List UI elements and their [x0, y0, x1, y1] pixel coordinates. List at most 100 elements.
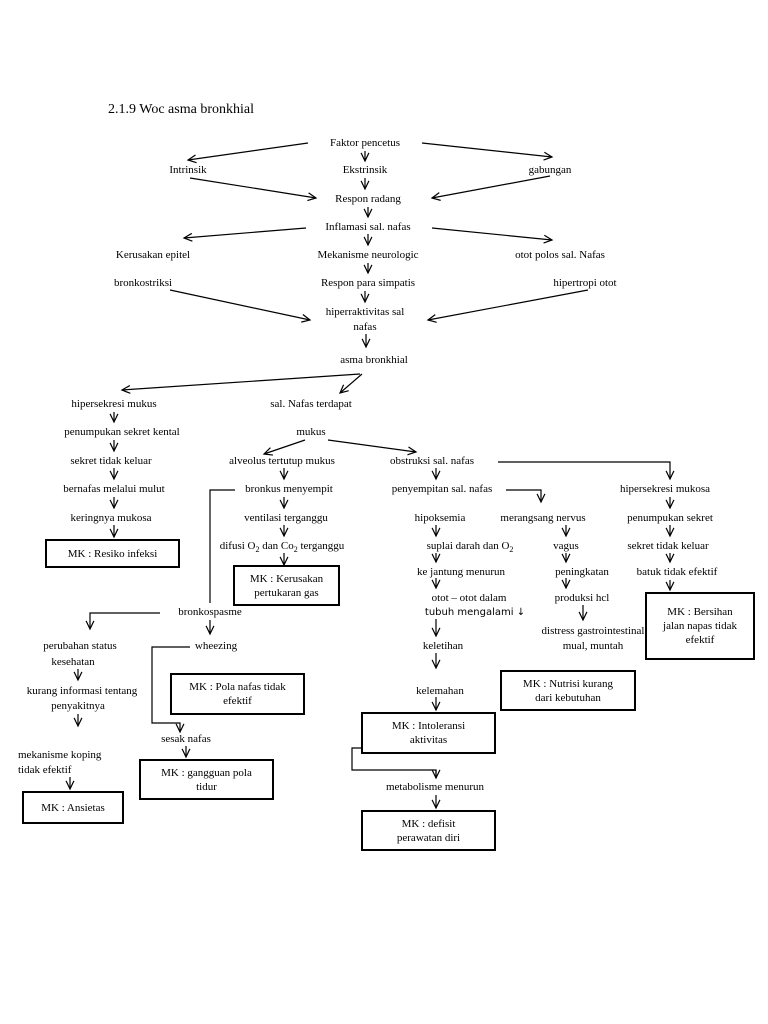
connector-path: [151, 646, 190, 732]
node-mual: mual, muntah: [562, 640, 624, 652]
mk-ansietas: MK : Ansietas: [22, 791, 124, 824]
node-hipertropi: hipertropi otot: [553, 277, 617, 289]
arrow-line: [431, 175, 551, 199]
arrow-head: [73, 717, 83, 728]
node-asma-bronkhial: asma bronkhial: [340, 354, 408, 366]
arrow-head: [426, 314, 437, 323]
arrow-head: [360, 180, 370, 191]
arrow-head: [262, 447, 274, 456]
arrow-head: [109, 528, 119, 539]
arrow-head: [363, 264, 373, 275]
node-hipersekresi-mukus: hipersekresi mukus: [71, 398, 157, 410]
node-distress: distress gastrointestinal: [541, 625, 645, 637]
node-sekret-keluar: sekret tidak keluar: [627, 540, 709, 552]
node-gabungan: gabungan: [528, 164, 572, 176]
connector-path: [89, 612, 160, 629]
node-mekanisme-koping: mekanisme koping: [18, 749, 102, 761]
node-sesak-nafas: sesak nafas: [161, 733, 211, 745]
arrow-head: [561, 527, 571, 538]
arrow-head: [431, 701, 441, 712]
arrow-head: [431, 527, 441, 538]
node-hipersekresi-mukosa: hipersekresi mukosa: [619, 483, 711, 495]
node-ekstrinsik: Ekstrinsik: [342, 164, 388, 176]
arrow-head: [543, 151, 554, 161]
arrow-head: [578, 611, 588, 622]
arrow-line: [187, 142, 309, 161]
node-alveolus: alveolus tertutup mukus: [229, 455, 335, 467]
arrow-head: [431, 579, 441, 590]
node-otot-dalam: otot – otot dalam: [431, 592, 507, 604]
node-mukus: mukus: [296, 426, 326, 438]
arrow-line: [327, 439, 417, 453]
node-tubuh-mengalami: tubuh mengalami ↓: [424, 607, 526, 618]
arrow-head: [665, 527, 675, 538]
connector-path: [506, 489, 542, 502]
arrow-head: [85, 620, 95, 631]
arrow-head: [665, 581, 675, 592]
node-vagus: vagus: [553, 540, 579, 552]
node-hiperraktivitas-2: nafas: [353, 321, 377, 333]
arrow-line: [263, 439, 306, 455]
node-metabolisme: metabolisme menurun: [385, 781, 485, 793]
arrow-head: [430, 192, 441, 201]
arrow-head: [181, 748, 191, 759]
node-perubahan-status: perubahan status: [43, 640, 117, 652]
arrow-head: [279, 470, 289, 481]
node-keringnya-mukosa: keringnya mukosa: [70, 512, 152, 524]
arrow-head: [543, 234, 554, 244]
node-wheezing: wheezing: [194, 640, 238, 652]
page-heading: 2.1.9 Woc asma bronkhial: [108, 102, 254, 117]
node-kerusakan-epitel: Kerusakan epitel: [115, 249, 191, 261]
arrow-head: [431, 470, 441, 481]
node-kurang-informasi: kurang informasi tentang: [26, 685, 138, 697]
arrow-head: [665, 553, 675, 564]
arrow-line: [121, 373, 361, 391]
arrow-line: [183, 227, 307, 239]
arrow-head: [431, 799, 441, 810]
mk-resiko-infeksi: MK : Resiko infeksi: [45, 539, 180, 568]
node-produksi-hcl: produksi hcl: [554, 592, 610, 604]
arrow-head: [361, 338, 371, 349]
node-respon-radang: Respon radang: [335, 193, 401, 205]
arrow-head: [431, 769, 441, 780]
node-obstruksi: obstruksi sal. nafas: [389, 455, 475, 467]
node-respon-simpatis: Respon para simpatis: [320, 277, 416, 289]
node-hipoksemia: hipoksemia: [414, 512, 466, 524]
arrow-head: [279, 527, 289, 538]
node-kesehatan: kesehatan: [51, 656, 95, 668]
node-sal-nafas-terdapat: sal. Nafas terdapat: [270, 398, 352, 410]
arrow-head: [279, 499, 289, 510]
node-peningkatan: peningkatan: [555, 566, 609, 578]
arrow-head: [431, 627, 441, 638]
node-merangsang-nervus: merangsang nervus: [500, 512, 586, 524]
arrow-head: [665, 499, 675, 510]
node-ventilasi: ventilasi terganggu: [244, 512, 328, 524]
arrow-head: [186, 154, 197, 164]
node-bernafas-mulut: bernafas melalui mulut: [63, 483, 165, 495]
arrow-head: [338, 384, 349, 394]
node-tidak-efektif: tidak efektif: [18, 764, 72, 776]
arrow-head: [307, 192, 318, 202]
arrow-head: [109, 470, 119, 481]
arrow-line: [427, 289, 589, 321]
arrow-head: [73, 671, 83, 682]
node-bronkostriksi: bronkostriksi: [113, 277, 173, 289]
arrow-head: [536, 493, 546, 504]
node-penumpukan-kental: penumpukan sekret kental: [64, 426, 180, 438]
arrow-head: [360, 152, 370, 163]
node-penyakitnya: penyakitnya: [51, 700, 105, 712]
arrow-line: [169, 289, 311, 321]
arrow-head: [561, 553, 571, 564]
node-otot-polos: otot polos sal. Nafas: [515, 249, 605, 261]
arrow-head: [360, 293, 370, 304]
node-jantung-menurun: ke jantung menurun: [417, 566, 505, 578]
arrow-head: [109, 499, 119, 510]
arrow-head: [363, 236, 373, 247]
node-penumpukan-sekret: penumpukan sekret: [627, 512, 713, 524]
